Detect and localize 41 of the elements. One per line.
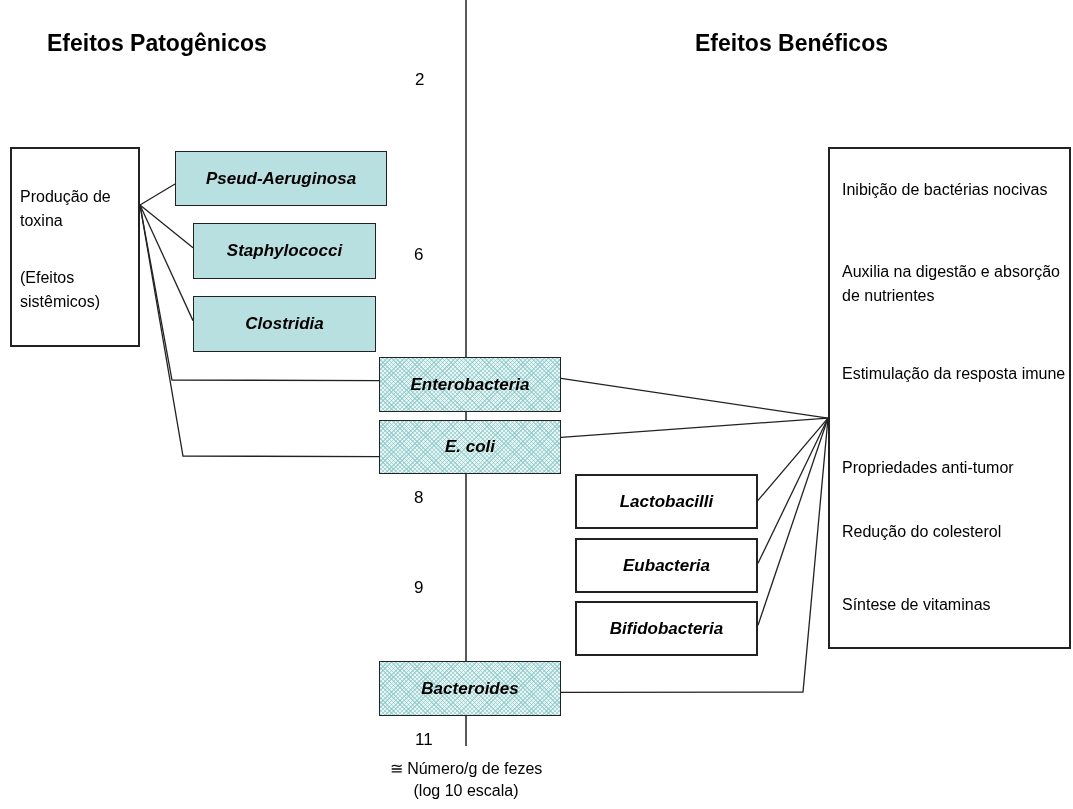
bacteria-name: Eubacteria xyxy=(623,555,710,576)
box-text: Redução do colesterol xyxy=(842,522,1003,542)
box-text: Estimulação da resposta imune xyxy=(842,364,1067,384)
box-text: Inibição de bactérias nocivas xyxy=(842,180,1049,200)
connector-line xyxy=(139,204,194,249)
connector-line xyxy=(560,417,829,438)
box-text: Produção de toxina xyxy=(20,187,112,231)
scale-value: 11 xyxy=(415,730,433,750)
bacteria-box xyxy=(575,601,758,656)
text-box xyxy=(828,147,1071,649)
section-heading: Efeitos Benéficos xyxy=(695,30,888,57)
bacteria-box xyxy=(175,151,387,206)
connector-line xyxy=(757,417,829,502)
bacteria-name: Staphylococci xyxy=(226,241,343,261)
bacteria-box xyxy=(379,357,561,412)
bacteria-box xyxy=(379,661,561,716)
bacteria-name: Pseud-Aeruginosa xyxy=(205,168,357,189)
bacteria-name: Clostridia xyxy=(245,314,324,334)
connector-line xyxy=(139,183,176,206)
connector-line xyxy=(560,377,829,419)
box-text: Auxilia na digestão e absorção de nutrientes xyxy=(842,262,1061,306)
bacteria-box xyxy=(379,420,561,474)
bacteria-box xyxy=(193,223,376,279)
bacteria-name: E. coli xyxy=(444,437,496,457)
bacteria-box xyxy=(193,296,376,352)
bacteria-name: Bifidobacteria xyxy=(609,618,724,639)
scale-value: 2 xyxy=(415,70,425,90)
scale-value: 6 xyxy=(414,245,424,265)
box-text: Síntese de vitaminas xyxy=(842,595,992,615)
box-text: Propriedades anti-tumor xyxy=(842,458,1015,478)
scale-value: 9 xyxy=(414,578,424,598)
bacteria-box xyxy=(575,474,758,529)
bacteria-box xyxy=(575,538,758,593)
bacteria-name: Lactobacilli xyxy=(619,491,714,512)
bacteria-name: Enterobacteria xyxy=(410,374,530,395)
bacteria-name: Bacteroides xyxy=(421,678,519,699)
box-text: (Efeitos sistêmicos) xyxy=(20,268,101,312)
scale-value: 8 xyxy=(414,488,424,508)
text-box xyxy=(10,147,140,347)
section-heading: Efeitos Patogênicos xyxy=(47,30,267,57)
axis-caption: ≅ Número/g de fezes (log 10 escala) xyxy=(388,759,544,801)
